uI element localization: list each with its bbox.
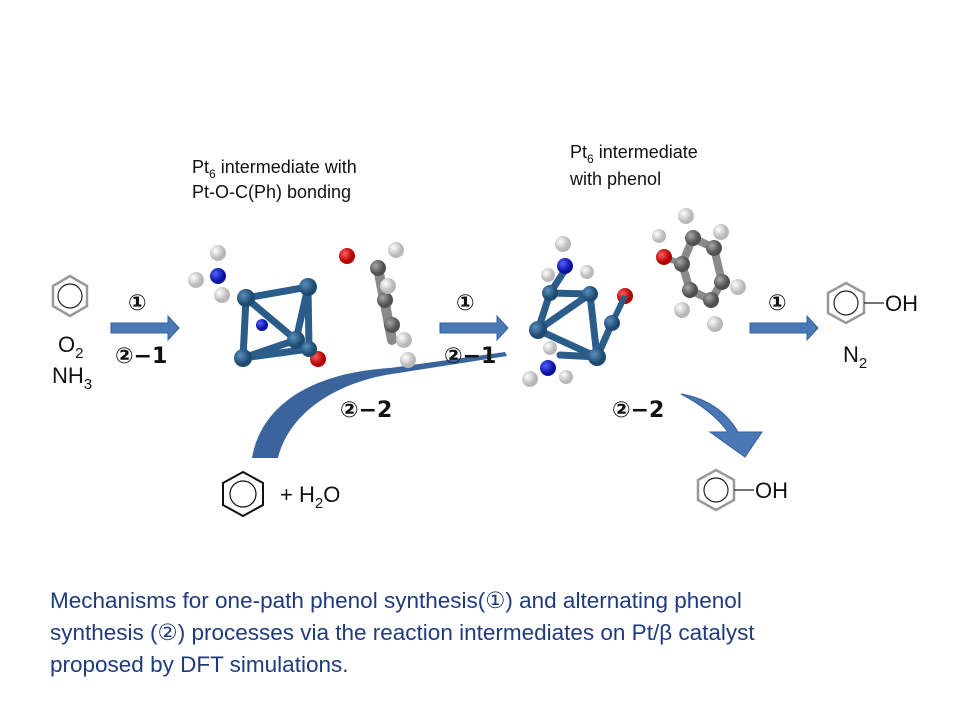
curved-arrow-2-2-left [252,352,507,458]
pt6-cluster-1 [188,242,416,368]
caption-line-3: proposed by DFT simulations. [50,652,349,677]
step-1-label-2: ① [456,291,475,316]
caption-line-1: Mechanisms for one-path phenol synthesis… [50,588,742,613]
phenol-byproduct-icon [696,468,754,512]
plus-water-label: + H2O [280,482,340,512]
step-1-label: ① [128,291,147,316]
intermediate-1-title: Pt6 intermediate with [192,157,357,181]
step-2-2-label-right: ②−2 [612,398,664,423]
phenol-product-icon [826,281,884,325]
pt6-cluster-2 [522,236,633,387]
arrow-step-3 [749,314,819,342]
benzene-byproduct-icon [222,470,264,518]
nh3-label: NH3 [52,363,92,393]
o2-label: O2 [58,332,83,362]
arrow-step-2 [439,314,509,342]
oh-label-bottom: OH [755,478,788,503]
caption-line-2: synthesis (②) processes via the reaction… [50,620,755,645]
intermediate-2-title: Pt6 intermediate [570,142,698,166]
intermediate-1-subtitle: Pt-O-C(Ph) bonding [192,182,351,202]
figure-caption: Mechanisms for one-path phenol synthesis… [50,585,930,681]
arrow-step-1 [110,314,180,342]
oh-label-top: OH [885,291,918,316]
step-2-2-label-left: ②−2 [340,398,392,423]
step-1-label-3: ① [768,291,787,316]
phenol-molecule [652,208,746,332]
step-2-1-label-2: ②−1 [444,344,496,369]
intermediate-2-subtitle: with phenol [569,169,661,189]
benzene-reactant-icon [51,274,89,318]
curved-arrow-2-2-right [680,393,763,458]
n2-label: N2 [843,342,867,372]
step-2-1-label: ②−1 [115,344,167,369]
